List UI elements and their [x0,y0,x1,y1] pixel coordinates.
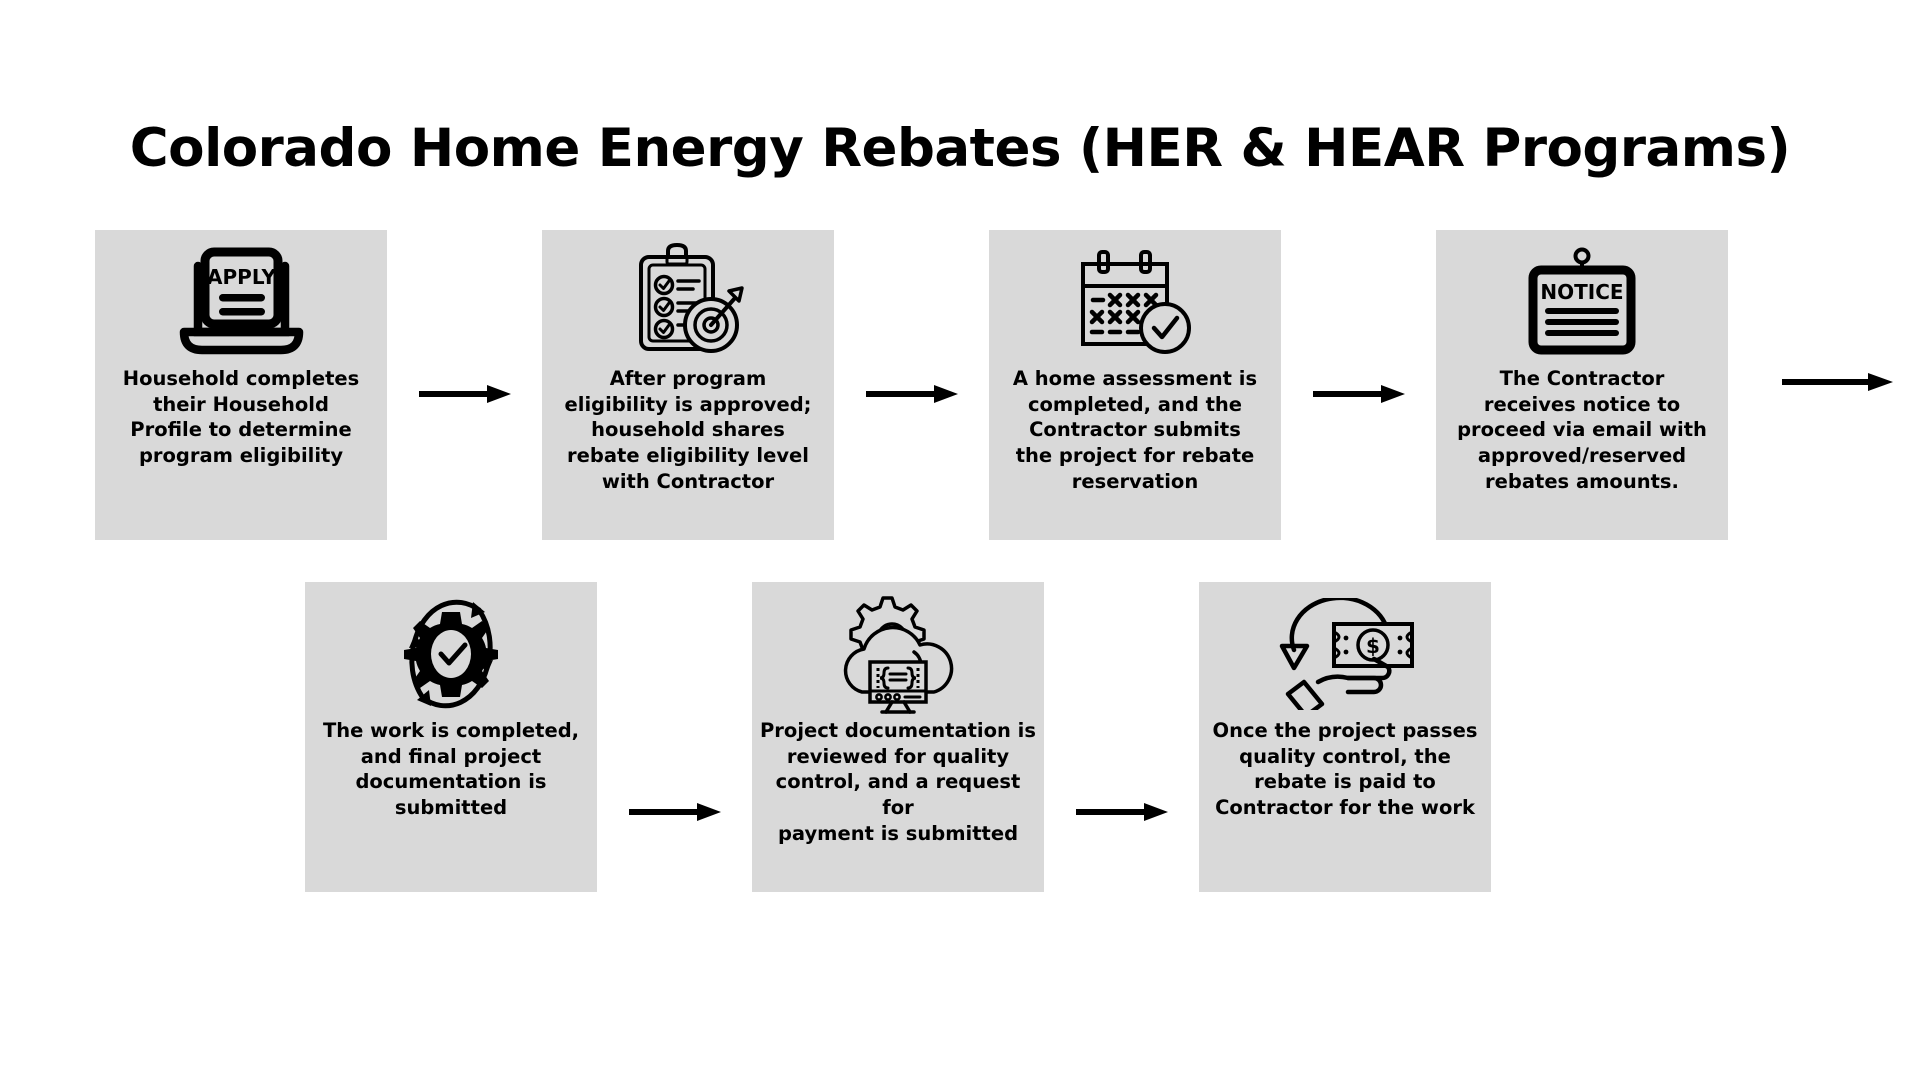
arrow-6-to-7 [1044,582,1199,892]
calendar-check-icon [1073,242,1197,362]
hand-money-icon: $ [1274,594,1416,714]
flow-step-3-text: A home assessment is completed, and the … [1012,367,1258,493]
notice-board-icon: NOTICE [1519,242,1645,362]
apply-label: APPLY [207,265,276,289]
clipboard-target-icon [623,242,753,362]
flow-step-2-text: After program eligibility is approved; h… [564,367,812,493]
arrow-wrap-to-row2 [1780,370,1895,410]
flow-step-5[interactable]: The work is completed, and final project… [305,582,597,892]
flow-step-4-text: The Contractor receives notice to procee… [1457,367,1707,493]
page-title: Colorado Home Energy Rebates (HER & HEAR… [129,118,1791,179]
flow-step-2[interactable]: After program eligibility is approved; h… [542,230,834,540]
arrow-3-to-4 [1281,230,1436,540]
flow-step-1[interactable]: APPLY Household completes their Househol… [95,230,387,540]
flow-step-5-text: The work is completed, and final project… [322,719,580,820]
arrow-1-to-2 [387,230,542,540]
flow-step-3[interactable]: A home assessment is completed, and the … [989,230,1281,540]
flow-step-6[interactable]: Project documentation is reviewed for qu… [752,582,1044,892]
notice-label: NOTICE [1540,280,1623,304]
flow-step-7[interactable]: $ Once the project passes quality contro… [1199,582,1491,892]
cloud-monitor-gear-icon [830,594,966,714]
gear-refresh-check-icon [385,594,517,714]
laptop-apply-icon: APPLY [174,242,309,362]
flow-row-1: APPLY Household completes their Househol… [95,230,1728,540]
dollar-label: $ [1366,634,1380,658]
flow-step-7-text: Once the project passes quality control,… [1212,719,1478,820]
flow-step-6-text: Project documentation is reviewed for qu… [760,719,1036,845]
flow-step-1-text: Household completes their Household Prof… [122,367,360,468]
arrow-5-to-6 [597,582,752,892]
arrow-2-to-3 [834,230,989,540]
flow-row-2: The work is completed, and final project… [305,582,1491,892]
flow-step-4[interactable]: NOTICE The Contractor receives notice to… [1436,230,1728,540]
